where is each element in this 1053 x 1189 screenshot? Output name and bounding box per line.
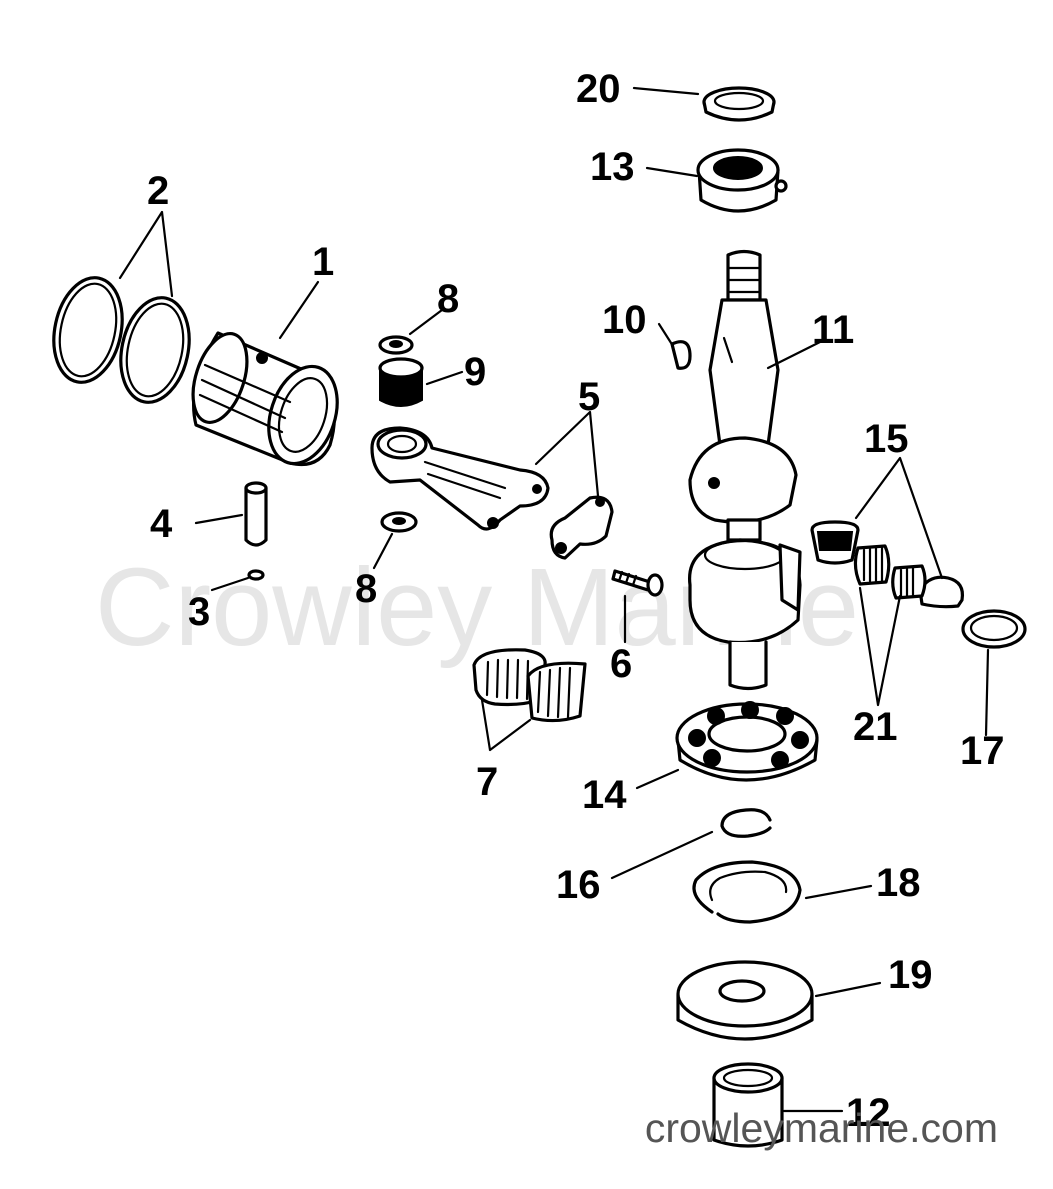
callout-9: 9 — [464, 350, 486, 394]
part-8-upper-washer[interactable] — [378, 335, 414, 355]
part-1-piston[interactable] — [183, 327, 349, 473]
callout-2: 2 — [147, 169, 169, 213]
callout-14: 14 — [582, 773, 627, 817]
part-17-ring[interactable] — [961, 609, 1027, 649]
callout-labels: 20 13 2 1 8 10 11 9 5 15 4 8 3 6 21 17 7… — [147, 67, 1005, 1135]
callout-17: 17 — [960, 729, 1005, 773]
callout-20: 20 — [576, 67, 621, 111]
callout-6: 6 — [610, 642, 632, 686]
callout-21: 21 — [853, 705, 898, 749]
part-21-needle-bearings[interactable] — [853, 544, 927, 600]
part-19-thrust-washer[interactable] — [676, 960, 814, 1041]
callout-4: 4 — [150, 502, 173, 546]
part-14-ball-bearing[interactable] — [675, 701, 819, 782]
callout-3: 3 — [188, 590, 210, 634]
callout-7: 7 — [476, 760, 498, 804]
part-10-key[interactable] — [670, 340, 692, 370]
callout-8-lower: 8 — [355, 567, 377, 611]
part-20-seal[interactable] — [702, 86, 776, 122]
callout-5: 5 — [578, 375, 600, 419]
part-7-needle-bearing-halves[interactable] — [472, 648, 587, 723]
callout-19: 19 — [888, 953, 933, 997]
callout-18: 18 — [876, 861, 921, 905]
part-15-bearing-cage[interactable] — [810, 520, 965, 609]
callout-16: 16 — [556, 863, 601, 907]
part-16-retaining-ring[interactable] — [720, 808, 772, 838]
part-9-needle-bearing[interactable] — [378, 357, 424, 407]
leader-lines — [118, 86, 990, 1113]
part-4-wrist-pin[interactable] — [244, 481, 268, 547]
site-url: crowleymarine.com — [645, 1105, 998, 1151]
callout-1: 1 — [312, 240, 334, 284]
part-13-upper-bearing[interactable] — [696, 148, 788, 213]
part-5-connecting-rod[interactable] — [370, 426, 614, 560]
callout-8-upper: 8 — [437, 277, 459, 321]
part-11-crankshaft[interactable] — [688, 249, 802, 691]
part-6-screw[interactable] — [611, 569, 664, 597]
part-12-sleeve[interactable] — [712, 1062, 784, 1148]
callout-13: 13 — [590, 145, 635, 189]
callout-10: 10 — [602, 298, 647, 342]
part-2-piston-rings[interactable] — [45, 271, 199, 408]
callout-15: 15 — [864, 417, 909, 461]
callout-12: 12 — [846, 1091, 891, 1135]
part-3-retainer[interactable] — [247, 569, 265, 581]
callout-11: 11 — [812, 308, 854, 352]
part-18-retaining-ring[interactable] — [692, 860, 802, 924]
part-8-lower-washer[interactable] — [380, 511, 418, 533]
